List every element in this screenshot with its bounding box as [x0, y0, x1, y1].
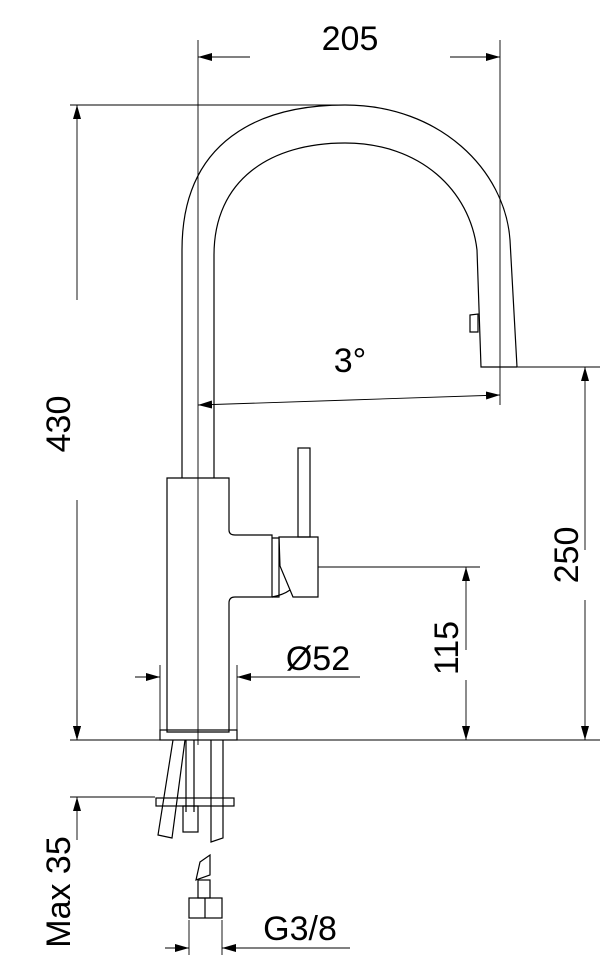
valve [272, 537, 280, 598]
dim-g3-8: G3/8 [263, 910, 337, 948]
dim-115: 115 [428, 621, 466, 675]
lever-block [278, 536, 319, 598]
dim-diameter-52: Ø52 [286, 640, 350, 678]
spout-inner [213, 142, 517, 478]
spray-button [469, 313, 479, 333]
dimension-lines [73, 53, 589, 952]
faucet-outline [155, 104, 518, 919]
mount-plate [155, 797, 235, 807]
lever-arc [271, 589, 291, 598]
hose-right [210, 740, 224, 843]
dim-205: 205 [322, 20, 379, 58]
dim-max-35: Max 35 [40, 836, 78, 948]
dim-3-degree: 3° [334, 342, 367, 380]
dim-250: 250 [548, 527, 586, 584]
hose-left [157, 739, 186, 839]
nut [182, 805, 199, 833]
lever-rod [297, 447, 311, 538]
spout-outer [181, 104, 518, 478]
fitting-neck [197, 879, 211, 899]
dim-430: 430 [40, 396, 78, 453]
extension-lines [70, 40, 600, 955]
faucet-body [166, 477, 273, 733]
threaded-rod [185, 740, 195, 812]
hose-end [195, 853, 211, 881]
